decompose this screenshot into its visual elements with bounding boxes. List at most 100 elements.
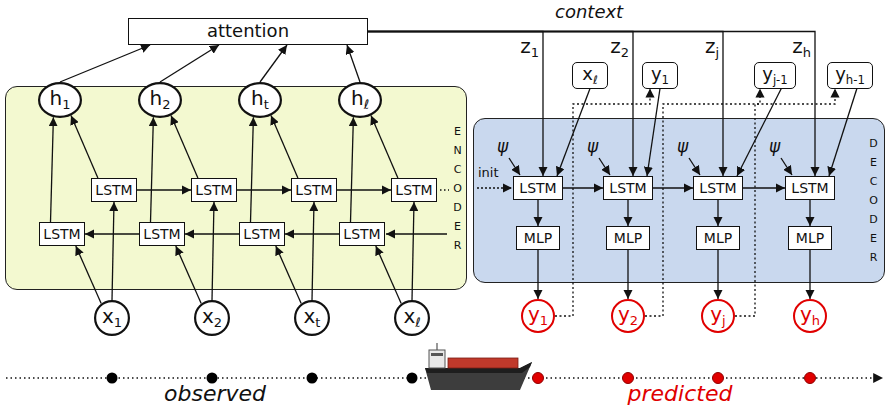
decoder-input-box: y1 xyxy=(642,62,678,89)
connector xyxy=(237,189,291,190)
circle-shape xyxy=(612,300,644,332)
connector xyxy=(347,45,360,82)
connector xyxy=(176,246,201,304)
mlp-box: MLP xyxy=(696,226,740,250)
node-label: yh xyxy=(800,303,820,329)
connector xyxy=(151,117,154,222)
circle-shape xyxy=(39,83,81,117)
input-point-circle: xℓ xyxy=(394,300,430,336)
circle-shape xyxy=(139,83,181,117)
subscript: 1 xyxy=(62,97,70,112)
node-label: y2 xyxy=(618,303,638,329)
backward-lstm-cell: LSTM xyxy=(339,222,385,246)
node-label: LSTM xyxy=(699,180,736,196)
feedback-connector xyxy=(735,89,835,317)
node-label: yh-1 xyxy=(835,64,865,87)
circle-shape xyxy=(794,300,826,332)
node-label: LSTM xyxy=(243,226,280,242)
connector xyxy=(271,116,298,178)
subscript: t xyxy=(264,97,269,112)
mlp-box: MLP xyxy=(606,226,650,250)
context-vector-label: z1 xyxy=(520,35,539,61)
node-label: LSTM xyxy=(143,226,180,242)
connector xyxy=(71,116,98,178)
subscript: h-1 xyxy=(846,72,865,86)
init-arrow xyxy=(477,187,512,188)
context-label: context xyxy=(555,2,623,23)
node-label: LSTM xyxy=(791,180,828,196)
hidden-state-circle: h2 xyxy=(138,82,182,118)
encoder-panel: ENCODER LSTM LSTM LSTM LSTM LSTM LSTM LSTM LSTM xyxy=(5,86,467,290)
circle-shape xyxy=(239,83,281,117)
connector xyxy=(137,189,191,190)
subscript: 1 xyxy=(662,72,669,86)
connector xyxy=(537,200,538,226)
feedback-connector xyxy=(645,89,760,317)
node-label: yj xyxy=(710,303,725,329)
predicted-label: predicted xyxy=(628,381,733,406)
init-label: init xyxy=(478,166,499,181)
connector xyxy=(112,202,114,300)
decoder-lstm-cell: LSTM xyxy=(693,176,743,200)
connector xyxy=(371,116,398,178)
connector xyxy=(251,117,254,222)
node-label: h2 xyxy=(150,87,171,113)
backward-lstm-cell: LSTM xyxy=(239,222,285,246)
forward-lstm-cell: LSTM xyxy=(91,178,137,202)
subscript: 1 xyxy=(540,313,548,328)
connector xyxy=(368,32,723,177)
connector xyxy=(76,246,101,304)
ship-deck xyxy=(448,358,518,368)
subscript: j-1 xyxy=(773,72,788,86)
observed-dot xyxy=(407,373,418,384)
node-label: x2 xyxy=(202,305,222,331)
node-label: MLP xyxy=(796,230,824,246)
psi-arrow xyxy=(781,158,792,175)
connector xyxy=(276,246,301,304)
continuation-dots xyxy=(440,189,449,190)
decoder-lstm-cell: LSTM xyxy=(603,176,653,200)
panel-label: ENCODER xyxy=(452,122,463,255)
psi-symbol: ψ xyxy=(497,137,508,157)
node-label: LSTM xyxy=(295,182,332,198)
subscript: 2 xyxy=(214,315,222,330)
predicted-point-circle: yj xyxy=(701,299,735,333)
decoder-input-box: yj-1 xyxy=(754,62,796,89)
panel-label: DECODER xyxy=(868,134,879,267)
node-label: LSTM xyxy=(519,180,556,196)
connector xyxy=(160,45,219,82)
context-vector-label: z2 xyxy=(610,35,629,61)
context-vector-label: zh xyxy=(792,35,811,61)
connector xyxy=(212,202,214,300)
circle-shape xyxy=(295,301,329,335)
node-label: LSTM xyxy=(43,226,80,242)
psi-arrow xyxy=(689,158,700,175)
decoder-lstm-cell: LSTM xyxy=(785,176,835,200)
predicted-point-circle: y1 xyxy=(521,299,555,333)
node-label: LSTM xyxy=(195,182,232,198)
backward-lstm-cell: LSTM xyxy=(139,222,185,246)
mlp-box: MLP xyxy=(788,226,832,250)
subscript: j xyxy=(715,45,719,60)
connector xyxy=(351,117,354,222)
subscript: ℓ xyxy=(593,72,598,86)
connector xyxy=(627,200,628,226)
subscript: 1 xyxy=(114,315,122,330)
mlp-box: MLP xyxy=(516,226,560,250)
connector xyxy=(185,233,239,234)
connector xyxy=(285,233,339,234)
feedback-connector xyxy=(555,89,650,317)
connector xyxy=(829,89,857,177)
decoder-lstm-cell: LSTM xyxy=(513,176,563,200)
observed-dot xyxy=(307,373,318,384)
circle-shape xyxy=(95,301,129,335)
node-label: LSTM xyxy=(395,182,432,198)
observed-dot xyxy=(107,373,118,384)
node-label: hℓ xyxy=(351,87,369,113)
subscript: 2 xyxy=(162,97,170,112)
subscript: 2 xyxy=(630,313,638,328)
node-label: xℓ xyxy=(582,64,597,87)
connector xyxy=(412,202,414,300)
node-label: x1 xyxy=(102,305,122,331)
